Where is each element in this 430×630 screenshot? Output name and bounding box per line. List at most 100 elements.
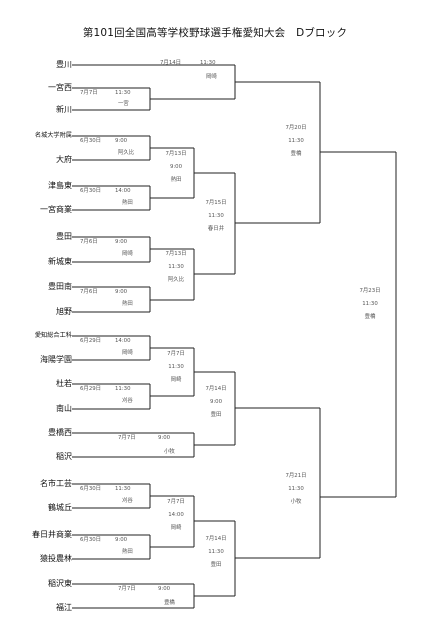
- page-title: 第101回全国高等学校野球選手権愛知大会 Dブロック: [82, 27, 348, 39]
- game-venue: 豊田: [210, 562, 222, 568]
- game-venue: 岡崎: [170, 377, 182, 383]
- game-venue: 小牧: [164, 449, 175, 455]
- game-time: 11:30: [168, 364, 184, 370]
- round4-connectors: [319, 82, 396, 558]
- team-label: 新川: [56, 105, 72, 114]
- game-info: 7月7日 14:00 岡崎: [152, 496, 200, 535]
- team-label: 猿投農林: [40, 554, 72, 563]
- team-label: 豊川: [56, 60, 72, 69]
- game-info: 7月7日 11:30 岡崎: [152, 348, 200, 387]
- game-date: 7月7日: [118, 586, 136, 592]
- game-date: 7月7日: [118, 435, 136, 441]
- game-venue: 岡崎: [122, 251, 133, 257]
- game-venue: 岡崎: [206, 74, 217, 80]
- game-venue: 豊橋: [164, 600, 175, 606]
- team-label: 名市工芸: [40, 479, 72, 488]
- game-info: 6月30日 9:00: [80, 138, 146, 145]
- game-date: 7月13日: [165, 151, 187, 157]
- game-time: 11:30: [115, 486, 131, 492]
- game-info: 6月29日 14:00: [80, 338, 146, 345]
- game-venue: 熱田: [122, 549, 133, 555]
- game-date: 7月13日: [165, 251, 187, 257]
- team-label: 名城大学附属: [34, 132, 72, 139]
- game-info: 7月21日 11:30 小牧: [272, 470, 320, 509]
- game-time: 11:30: [288, 138, 304, 144]
- game-date: 7月23日: [359, 288, 381, 294]
- game-time: 9:00: [209, 399, 223, 405]
- team-label: 津島東: [48, 181, 72, 190]
- game-time: 9:00: [115, 289, 128, 295]
- game-venue: 刈谷: [122, 398, 133, 404]
- game-time: 11:30: [115, 90, 131, 96]
- game-date: 6月29日: [80, 338, 102, 344]
- game-time: 11:30: [208, 213, 224, 219]
- game-date: 6月30日: [80, 188, 102, 194]
- final-game-info: 7月23日 11:30 豊橋: [346, 285, 394, 324]
- team-label: 一宮西: [48, 83, 72, 92]
- game-time: 9:00: [115, 138, 128, 144]
- game-date: 7月7日: [167, 499, 185, 505]
- game-date: 6月30日: [80, 486, 102, 492]
- round2-connectors: [193, 65, 320, 547]
- team-label: 旭野: [56, 307, 72, 316]
- game-date: 7月6日: [80, 289, 98, 295]
- team-label: 南山: [56, 404, 72, 413]
- team-label: 豊田南: [48, 282, 72, 291]
- game-time: 11:30: [208, 549, 224, 555]
- game-info: 6月30日 11:30: [80, 486, 146, 493]
- game-date: 7月6日: [80, 239, 98, 245]
- game-time: 9:00: [115, 537, 128, 543]
- round3-connectors: [234, 173, 320, 596]
- team-label: 豊橋西: [48, 428, 72, 437]
- game-info: 7月13日 11:30 阿久比: [152, 248, 200, 287]
- game-time: 14:00: [168, 512, 184, 518]
- game-venue: 熱田: [170, 177, 182, 183]
- game-venue: 春日井: [207, 226, 225, 232]
- game-info: 6月30日 14:00: [80, 188, 146, 195]
- game-date: 7月14日: [205, 536, 227, 542]
- game-date: 6月30日: [80, 138, 102, 144]
- game-info: 7月20日 11:30 豊橋: [272, 122, 320, 161]
- game-time: 11:30: [200, 60, 216, 66]
- team-label: 新城東: [48, 257, 72, 266]
- game-venue: 豊橋: [364, 314, 376, 320]
- team-lines: [72, 64, 235, 609]
- game-venue: 小牧: [290, 499, 302, 505]
- team-label: 海陽学園: [40, 355, 72, 364]
- game-time: 9:00: [169, 164, 183, 170]
- game-time: 11:30: [362, 301, 378, 307]
- game-venue: 岡崎: [170, 525, 182, 531]
- game-venue: 豊橋: [290, 151, 302, 157]
- team-label: 杜若: [56, 379, 72, 388]
- team-label: 稲沢: [56, 452, 72, 461]
- game-venue: 阿久比: [118, 150, 135, 156]
- team-label: 稲沢東: [48, 579, 72, 588]
- game-time: 9:00: [158, 435, 171, 441]
- game-time: 9:00: [158, 586, 171, 592]
- game-date: 7月7日: [167, 351, 185, 357]
- game-time: 14:00: [115, 338, 131, 344]
- team-label: 大府: [56, 155, 72, 164]
- game-time: 14:00: [115, 188, 131, 194]
- game-info: 7月6日 9:00: [80, 289, 146, 296]
- game-info: 7月14日 9:00 豊田: [192, 383, 240, 422]
- game-info: 7月14日 11:30 豊田: [192, 533, 240, 572]
- game-info: 7月7日 9:00: [118, 435, 194, 442]
- round1-connectors: [149, 88, 235, 608]
- game-info: 7月7日 9:00: [118, 586, 194, 593]
- game-info: 7月15日 11:30 春日井: [192, 197, 240, 236]
- game-time: 11:30: [168, 264, 184, 270]
- game-time: 11:30: [288, 486, 304, 492]
- team-label: 一宮商業: [40, 205, 72, 214]
- game-info: 7月13日 9:00 熱田: [152, 148, 200, 187]
- team-label: 春日井商業: [32, 530, 72, 539]
- game-time: 11:30: [115, 386, 131, 392]
- game-date: 6月30日: [80, 537, 102, 543]
- game-venue: 一宮: [118, 101, 129, 107]
- game-date: 7月15日: [205, 200, 227, 206]
- team-label: 鶴城丘: [48, 503, 72, 512]
- game-venue: 熱田: [122, 200, 133, 206]
